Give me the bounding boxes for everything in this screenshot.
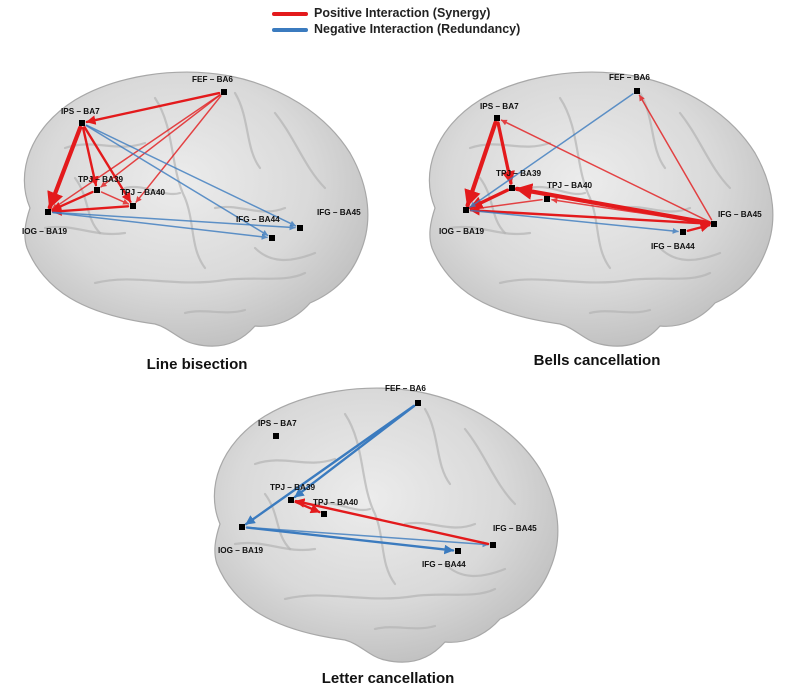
node-ips [494,115,500,121]
brain-outline [213,387,559,663]
label-fef: FEF – BA6 [609,73,650,82]
legend-positive: Positive Interaction (Synergy) [272,6,572,22]
connection-iog-ifg45 [246,526,489,548]
connection-iog-ifg44 [52,211,268,240]
node-ifg44 [269,235,275,241]
connection-tpj39-tpj40 [294,500,321,514]
label-ifg45: IFG – BA45 [493,524,537,533]
node-ips [273,433,279,439]
connection-ips-tpj40 [83,126,132,203]
connection-ifg45-tpj39 [514,183,712,226]
legend-positive-label: Positive Interaction (Synergy) [314,6,491,20]
label-tpj40: TPJ – BA40 [120,188,165,197]
connection-fef-iog [244,404,416,526]
label-ifg44: IFG – BA44 [422,560,466,569]
label-ips: IPS – BA7 [258,419,297,428]
node-iog [45,209,51,215]
connection-fef-tpj39 [293,404,416,499]
node-tpj39 [94,187,100,193]
node-ifg45 [490,542,496,548]
label-fef: FEF – BA6 [192,75,233,84]
connection-ips-iog [47,125,83,210]
connection-ifg45-tpj39 [294,498,490,546]
label-iog: IOG – BA19 [22,227,67,236]
label-iog: IOG – BA19 [218,546,263,555]
label-ifg44: IFG – BA44 [651,242,695,251]
connection-ifg45-fef [638,94,713,221]
node-tpj40 [321,511,327,517]
node-tpj39 [288,497,294,503]
node-ifg45 [711,221,717,227]
node-fef [415,400,421,406]
connection-iog-ifg45 [52,211,296,231]
brain-outline [428,71,774,347]
node-tpj40 [130,203,136,209]
panel-title-line: Line bisection [146,356,248,373]
connection-ips-iog [464,120,498,208]
connection-tpj39-tpj40 [100,191,130,205]
label-ifg45: IFG – BA45 [718,210,762,219]
legend: Positive Interaction (Synergy) Negative … [272,6,572,38]
node-ifg45 [297,225,303,231]
node-fef [221,89,227,95]
connection-fef-ips [85,91,221,125]
label-tpj39: TPJ – BA39 [496,169,541,178]
label-iog: IOG – BA19 [439,227,484,236]
node-ifg44 [455,548,461,554]
label-ifg45: IFG – BA45 [317,208,361,217]
label-fef: FEF – BA6 [385,384,426,393]
node-iog [463,207,469,213]
connection-tpj40-iog [51,205,130,216]
label-tpj39: TPJ – BA39 [270,483,315,492]
connection-ifg45-tpj40 [551,197,710,225]
connection-ifg44-ifg45 [686,222,711,233]
connection-fef-tpj40 [135,95,222,203]
connection-fef-iog [469,93,634,208]
legend-negative-swatch [272,28,308,32]
label-ifg44: IFG – BA44 [236,215,280,224]
panel-title-bells: Bells cancellation [533,352,661,369]
connection-iog-ifg44 [245,526,455,555]
node-tpj39 [509,185,515,191]
connection-tpj39-iog [468,188,510,210]
panel-title-letter: Letter cancellation [321,670,455,687]
connection-ips-ifg45 [85,124,297,227]
connection-ifg45-ips [500,119,711,223]
legend-negative: Negative Interaction (Redundancy) [272,22,572,38]
node-ips [79,120,85,126]
label-tpj40: TPJ – BA40 [547,181,592,190]
label-tpj39: TPJ – BA39 [78,175,123,184]
label-ips: IPS – BA7 [61,107,100,116]
connection-ips-tpj39 [496,121,515,185]
node-tpj40 [544,196,550,202]
connection-tpj40-iog [470,198,543,212]
node-iog [239,524,245,530]
node-ifg44 [680,229,686,235]
connection-ifg45-iog [469,205,711,225]
connection-iog-ifg44 [470,209,679,234]
connection-ips-tpj39 [81,126,99,187]
connection-ips-ifg44 [85,124,269,237]
legend-positive-swatch [272,12,308,16]
node-fef [634,88,640,94]
connection-fef-tpj39 [100,94,221,188]
legend-negative-label: Negative Interaction (Redundancy) [314,22,521,36]
label-ips: IPS – BA7 [480,102,519,111]
label-tpj40: TPJ – BA40 [313,498,358,507]
connection-fef-iog [51,94,221,210]
